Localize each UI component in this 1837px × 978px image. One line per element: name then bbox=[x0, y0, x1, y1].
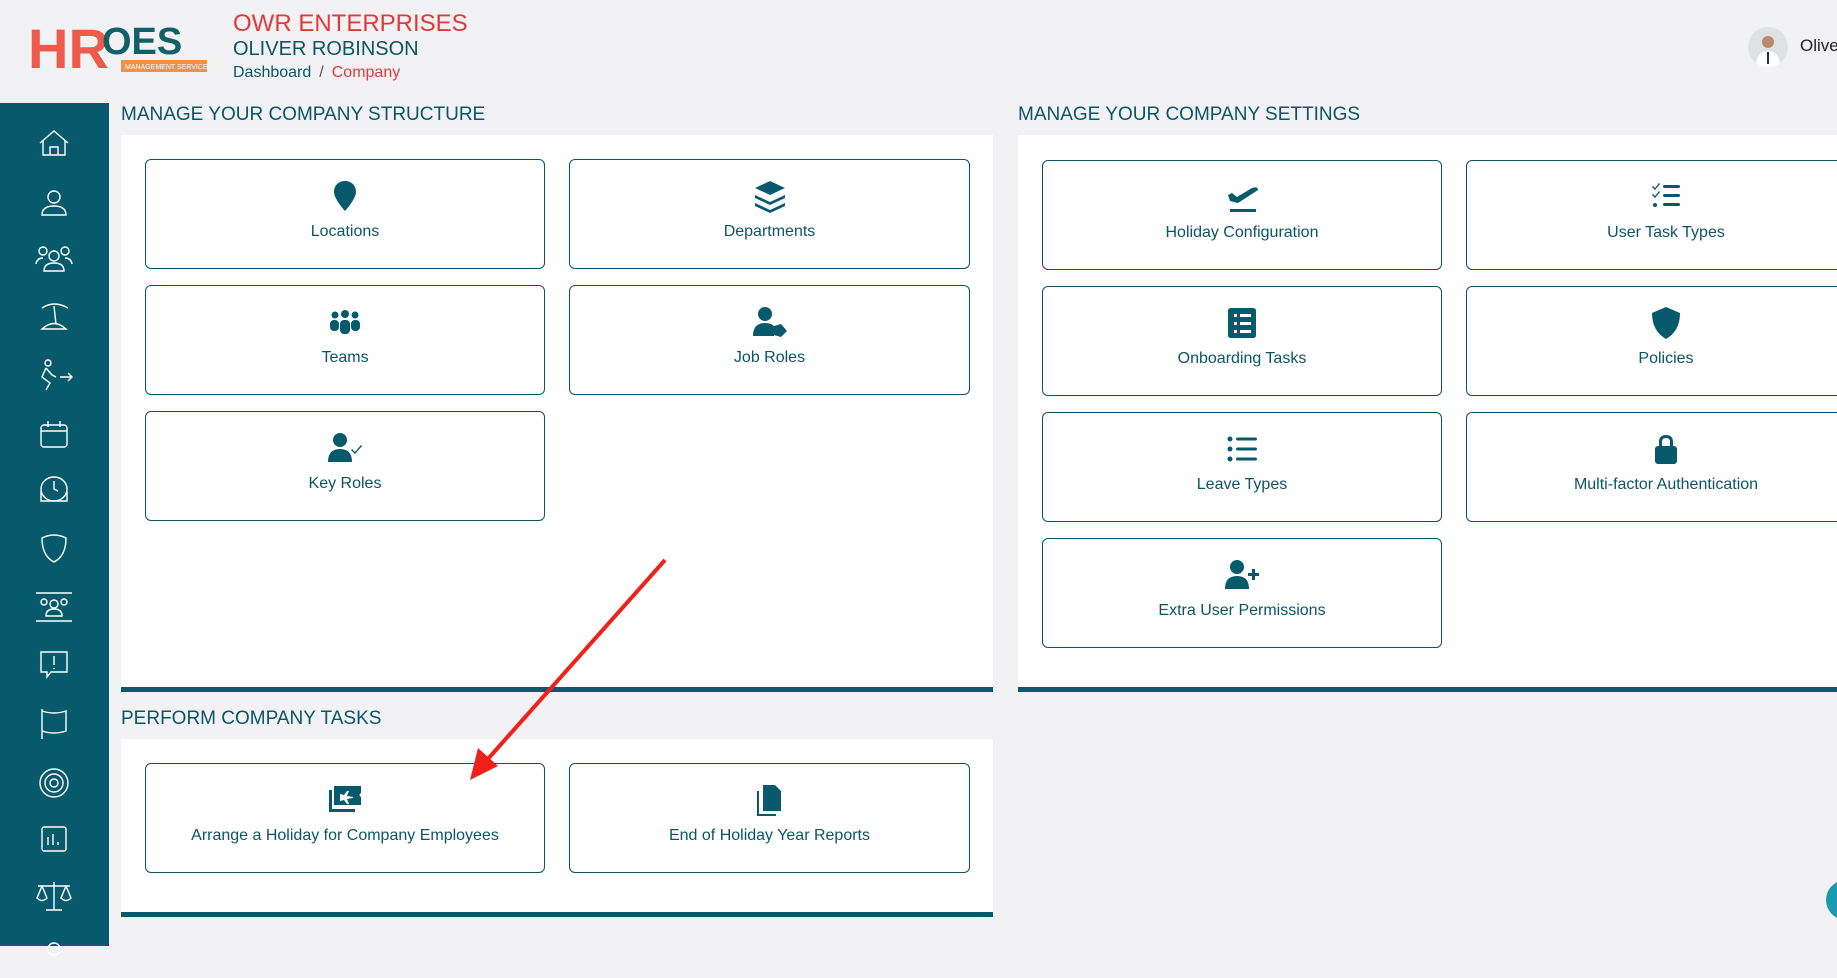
scales-icon[interactable] bbox=[34, 876, 74, 916]
clock-icon[interactable] bbox=[34, 471, 74, 511]
chart-icon[interactable] bbox=[34, 819, 74, 859]
holiday-configuration-card[interactable]: Holiday Configuration bbox=[1042, 160, 1442, 270]
plane-tickets-icon bbox=[327, 782, 363, 818]
card-label: Departments bbox=[723, 223, 816, 240]
card-label: Locations bbox=[310, 223, 380, 240]
breadcrumb: Dashboard / Company bbox=[233, 64, 400, 82]
leaver-walk-icon[interactable] bbox=[34, 355, 74, 395]
lock-icon bbox=[1648, 431, 1684, 467]
user-menu-name[interactable]: Olive bbox=[1800, 36, 1837, 55]
breadcrumb-dashboard[interactable]: Dashboard bbox=[233, 64, 312, 81]
card-label: Extra User Permissions bbox=[1158, 602, 1326, 619]
departments-card[interactable]: Departments bbox=[569, 159, 970, 269]
card-label: Policies bbox=[1638, 350, 1694, 367]
shield-icon[interactable] bbox=[34, 528, 74, 568]
hroes-logo[interactable]: HR OES MANAGEMENT SERVICES bbox=[28, 17, 213, 80]
card-label: Teams bbox=[321, 349, 369, 366]
svg-text:HR: HR bbox=[28, 20, 109, 76]
team-icon[interactable] bbox=[34, 587, 74, 627]
mfa-card[interactable]: Multi-factor Authentication bbox=[1466, 412, 1837, 522]
leave-types-card[interactable]: Leave Types bbox=[1042, 412, 1442, 522]
teams-icon bbox=[327, 304, 363, 340]
card-label: Multi-factor Authentication bbox=[1573, 476, 1759, 493]
card-label: Onboarding Tasks bbox=[1177, 350, 1307, 367]
card-label: Job Roles bbox=[733, 349, 806, 366]
svg-text:OES: OES bbox=[102, 21, 182, 63]
sidebar bbox=[0, 103, 109, 956]
avatar[interactable] bbox=[1748, 27, 1788, 67]
settings-heading: MANAGE YOUR COMPANY SETTINGS bbox=[1018, 104, 1361, 125]
target-icon[interactable] bbox=[34, 763, 74, 803]
card-label: Arrange a Holiday for Company Employees bbox=[191, 827, 499, 844]
users-icon[interactable] bbox=[34, 239, 74, 279]
breadcrumb-separator: / bbox=[319, 64, 324, 81]
chat-launcher-button[interactable] bbox=[1826, 880, 1837, 920]
calendar-icon[interactable] bbox=[34, 415, 74, 455]
user-icon[interactable] bbox=[34, 183, 74, 223]
user-tag-icon bbox=[752, 304, 788, 340]
user-name-heading: OLIVER ROBINSON bbox=[233, 38, 419, 60]
onboarding-tasks-card[interactable]: Onboarding Tasks bbox=[1042, 286, 1442, 396]
user-check-icon bbox=[327, 430, 363, 466]
user-plus-icon bbox=[1224, 557, 1260, 593]
locations-card[interactable]: Locations bbox=[145, 159, 545, 269]
home-icon[interactable] bbox=[34, 123, 74, 163]
svg-text:MANAGEMENT SERVICES: MANAGEMENT SERVICES bbox=[125, 64, 208, 71]
clipboard-list-icon bbox=[1224, 305, 1260, 341]
tasks-heading: PERFORM COMPANY TASKS bbox=[121, 708, 382, 729]
structure-heading: MANAGE YOUR COMPANY STRUCTURE bbox=[121, 104, 486, 125]
layers-icon bbox=[752, 178, 788, 214]
list-check-icon bbox=[1648, 179, 1684, 215]
end-of-holiday-year-reports-card[interactable]: End of Holiday Year Reports bbox=[569, 763, 970, 873]
location-pin-icon bbox=[327, 178, 363, 214]
shield-icon bbox=[1648, 305, 1684, 341]
card-label: Key Roles bbox=[308, 475, 382, 492]
plane-departure-icon bbox=[1224, 179, 1260, 215]
card-label: User Task Types bbox=[1607, 224, 1725, 241]
more-icon[interactable] bbox=[34, 933, 74, 973]
alert-message-icon[interactable] bbox=[34, 644, 74, 684]
policies-card[interactable]: Policies bbox=[1466, 286, 1837, 396]
flag-icon[interactable] bbox=[34, 703, 74, 743]
card-label: Leave Types bbox=[1196, 476, 1288, 493]
card-label: End of Holiday Year Reports bbox=[668, 827, 870, 844]
job-roles-card[interactable]: Job Roles bbox=[569, 285, 970, 395]
arrange-holiday-card[interactable]: Arrange a Holiday for Company Employees bbox=[145, 763, 545, 873]
company-name: OWR ENTERPRISES bbox=[233, 10, 468, 37]
card-label: Holiday Configuration bbox=[1165, 224, 1319, 241]
breadcrumb-company: Company bbox=[331, 64, 401, 81]
teams-card[interactable]: Teams bbox=[145, 285, 545, 395]
extra-user-permissions-card[interactable]: Extra User Permissions bbox=[1042, 538, 1442, 648]
list-icon bbox=[1224, 431, 1260, 467]
copy-file-icon bbox=[752, 782, 788, 818]
user-task-types-card[interactable]: User Task Types bbox=[1466, 160, 1837, 270]
key-roles-card[interactable]: Key Roles bbox=[145, 411, 545, 521]
holiday-island-icon[interactable] bbox=[34, 296, 74, 336]
